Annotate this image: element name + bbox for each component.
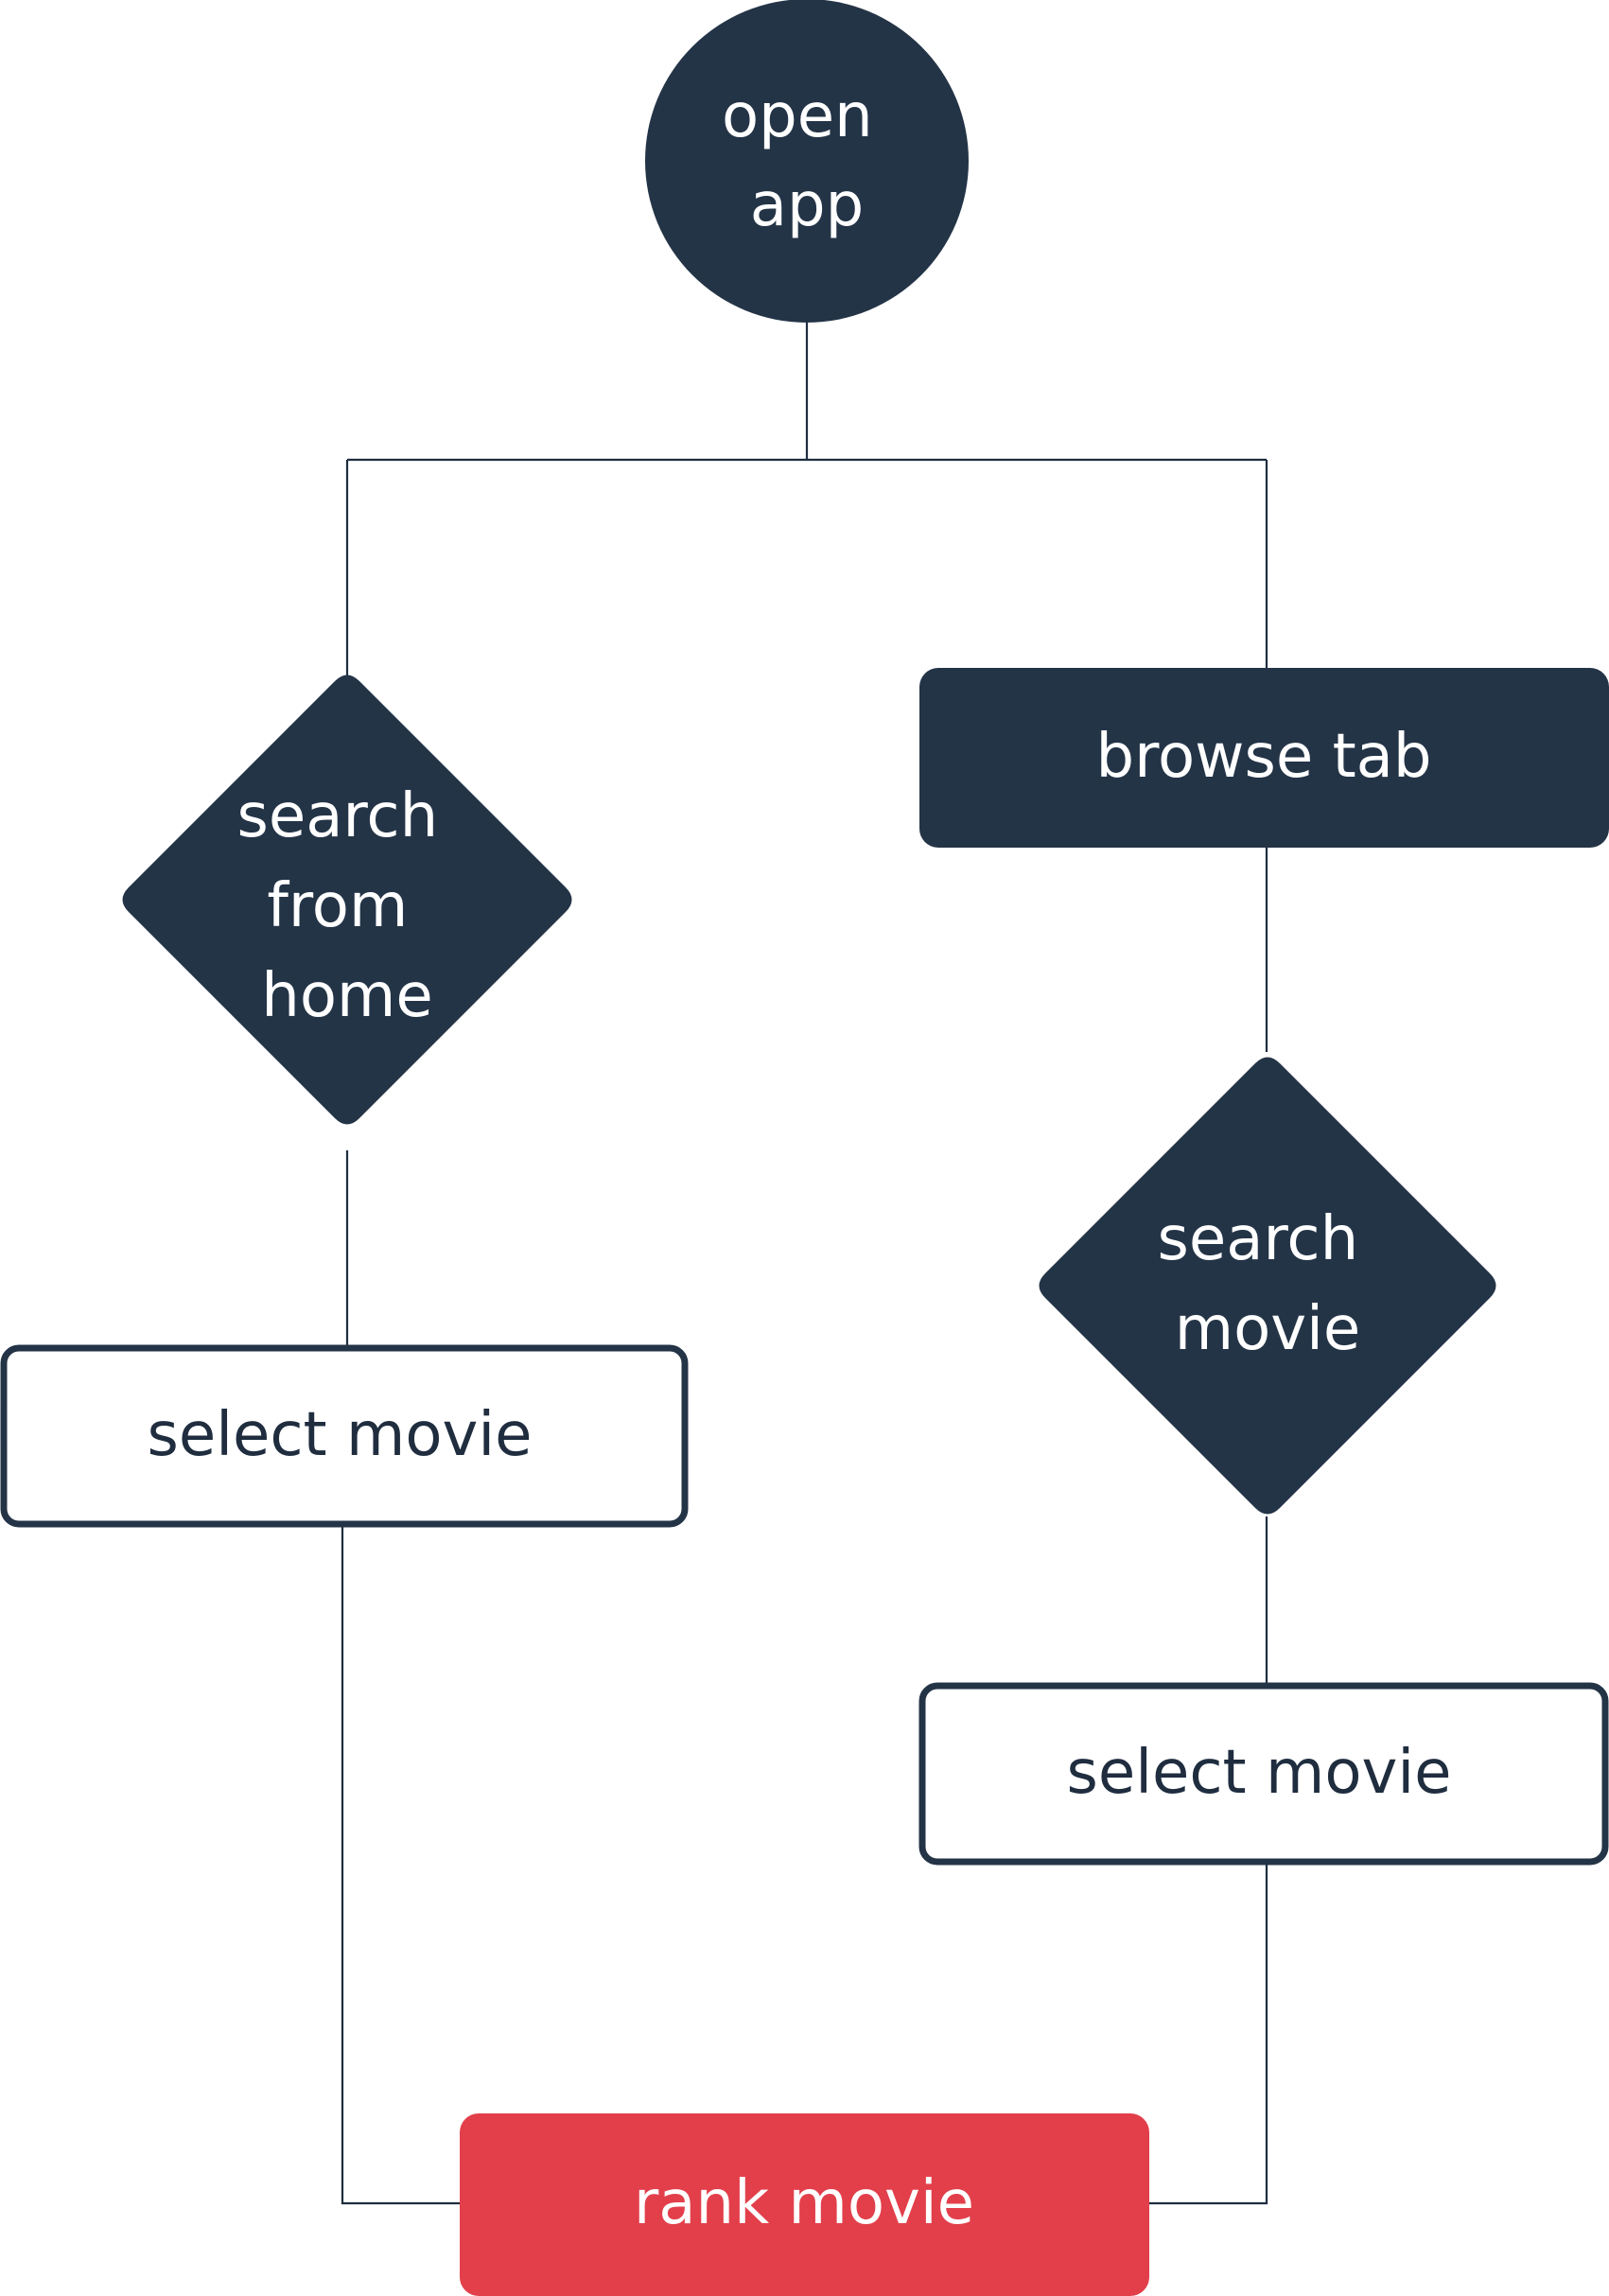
node-select-movie-right: select movie: [918, 1682, 1609, 1866]
svg-text:open app: open app: [722, 81, 892, 240]
node-label-line: home: [261, 961, 432, 1031]
decision-diamond: [122, 675, 572, 1125]
node-label-line: rank movie: [634, 2168, 974, 2238]
node-label-line: from: [267, 871, 408, 941]
edge-select-movie-left-to-rank-movie: [341, 1524, 462, 2205]
svg-text:rank movie: rank movie: [634, 2168, 974, 2238]
process-box-outline: [918, 1682, 1609, 1866]
node-label-line: movie: [1175, 1294, 1361, 1364]
process-box-accent: [460, 2113, 1149, 2296]
process-box-outline: [0, 1344, 689, 1528]
connectors: [341, 322, 1268, 2205]
node-browse-tab: browse tab: [919, 668, 1609, 848]
node-label-line: app: [750, 170, 864, 240]
decision-diamond: [1039, 1057, 1496, 1515]
node-label-line: open: [722, 81, 873, 151]
svg-text:select movie: select movie: [147, 1400, 532, 1470]
node-rank-movie: rank movie: [460, 2113, 1149, 2296]
node-search-movie: search movie: [1039, 1057, 1496, 1515]
node-label-line: select movie: [147, 1400, 532, 1470]
terminator-circle: [645, 0, 969, 323]
edge-select-movie-right-to-rank-movie: [1148, 1862, 1268, 2205]
node-label-line: search: [237, 781, 439, 851]
svg-text:search from ho: search from home: [237, 781, 458, 1031]
node-search-from-home: search from home: [122, 675, 572, 1125]
svg-text:select movie: select movie: [1066, 1738, 1451, 1808]
svg-text:search movie: search movie: [1158, 1204, 1378, 1364]
node-label-line: search: [1158, 1204, 1359, 1274]
node-open-app: open app: [645, 0, 969, 323]
node-label-line: browse tab: [1095, 722, 1431, 792]
node-label-line: select movie: [1066, 1738, 1451, 1808]
process-box: [919, 668, 1609, 848]
node-select-movie-left: select movie: [0, 1344, 689, 1528]
svg-text:browse tab: browse tab: [1095, 722, 1431, 792]
